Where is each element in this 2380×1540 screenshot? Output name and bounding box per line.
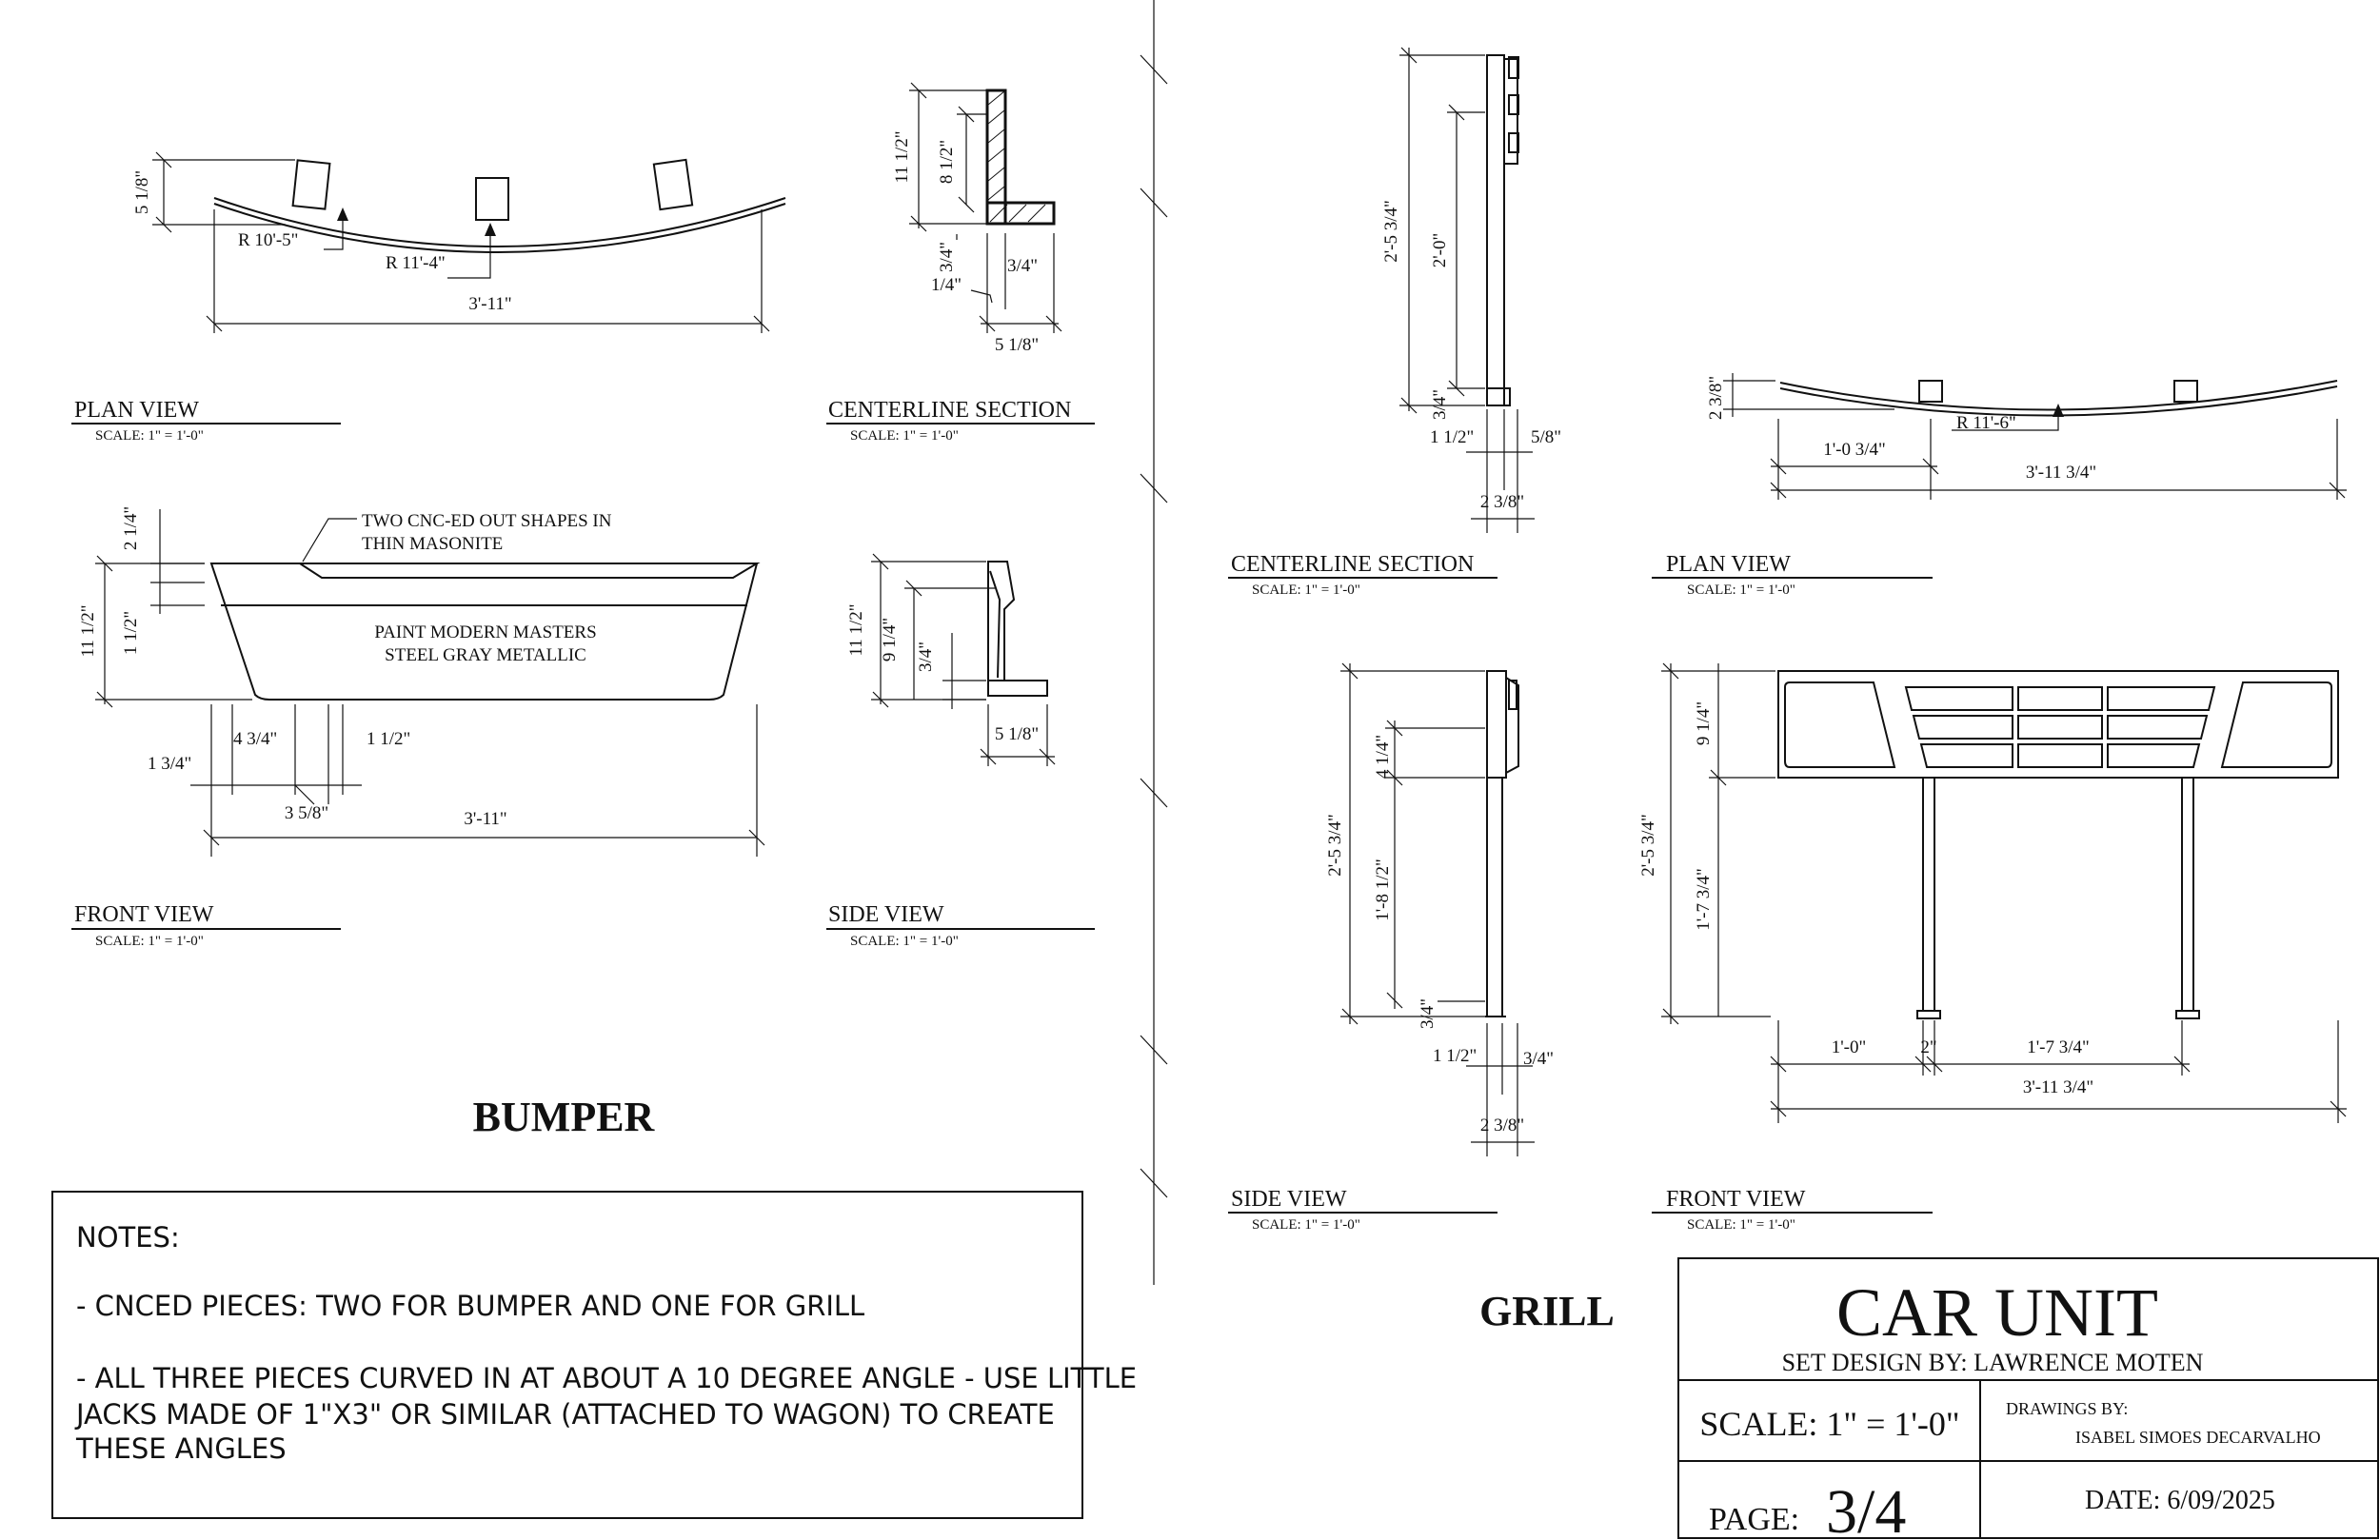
side-total-label: 11 1/2" xyxy=(846,603,866,656)
grill-centerline-section: 2'-5 3/4" 2'-0" 3/4" 1 1/2" 5/8" 2 3/8" … xyxy=(1228,47,1561,598)
grill-slats xyxy=(1904,686,2216,768)
bumper-side-view-title: SIDE VIEW xyxy=(828,902,944,927)
grill-section-total-label: 2'-5 3/4" xyxy=(1381,200,1401,263)
grill-front-top-label: 9 1/4" xyxy=(1694,701,1714,745)
grill-title: GRILL xyxy=(1479,1288,1615,1334)
title-block: CAR UNIT SET DESIGN BY: LAWRENCE MOTEN S… xyxy=(1677,1257,2379,1540)
bumper-plan-width-label: 3'-11" xyxy=(468,294,511,314)
bumper-callout-1: TWO CNC-ED OUT SHAPES IN xyxy=(362,511,612,531)
sheet-divider xyxy=(1140,0,1168,1285)
bumper-paint-line-2: STEEL GRAY METALLIC xyxy=(385,645,586,665)
date-label: DATE: 6/09/2025 xyxy=(2085,1486,2275,1515)
grill-side-view-scale: SCALE: 1" = 1'-0" xyxy=(1252,1217,1360,1233)
drawings-by-label: DRAWINGS BY: xyxy=(2006,1399,2128,1418)
grill-section-title: CENTERLINE SECTION xyxy=(1231,552,1474,577)
bumper-front-notch-base-label: 3 5/8" xyxy=(285,803,328,823)
bumper-front-left-label: 1 3/4" xyxy=(148,754,191,774)
notes-heading: NOTES: xyxy=(76,1221,180,1254)
grill-front-view-scale: SCALE: 1" = 1'-0" xyxy=(1687,1217,1795,1233)
bumper-front-view-title: FRONT VIEW xyxy=(74,902,214,927)
bumper-centerline-section: 11 1/2" 8 1/2" 3/4" 1/4" 3/4" 5 1/8" CEN… xyxy=(826,82,1095,444)
bumper-side-view: 11 1/2" 9 1/4" 3/4" 5 1/8" SIDE VIEW SCA… xyxy=(826,553,1095,949)
grill-plan-view-scale: SCALE: 1" = 1'-0" xyxy=(1687,582,1795,598)
section-total-label: 11 1/2" xyxy=(892,130,912,183)
title-block-scale: SCALE: 1" = 1'-0" xyxy=(1699,1405,1959,1443)
grill-side-total-label: 2'-5 3/4" xyxy=(1325,814,1345,877)
grill-side-dim-3: 2 3/8" xyxy=(1480,1116,1524,1135)
grill-section-dim-1: 1 1/2" xyxy=(1430,427,1474,447)
bumper-plan-view-title: PLAN VIEW xyxy=(74,398,199,423)
bumper-plan-radius-1: R 10'-5" xyxy=(238,230,298,250)
bumper-front-top-label: 2 1/4" xyxy=(121,506,141,550)
grill-section-dim-3: 2 3/8" xyxy=(1480,492,1524,512)
grill-plan-left-label: 1'-0 3/4" xyxy=(1823,440,1886,460)
bumper-side-view-scale: SCALE: 1" = 1'-0" xyxy=(850,934,959,949)
page-value: 3/4 xyxy=(1826,1477,1906,1540)
grill-plan-radius-label: R 11'-6" xyxy=(1956,413,2016,433)
grill-side-dim-1: 1 1/2" xyxy=(1433,1046,1477,1066)
side-upper-label: 9 1/4" xyxy=(880,618,900,661)
grill-section-lip-label: 3/4" xyxy=(1430,389,1450,420)
section-upper-label: 8 1/2" xyxy=(937,140,957,184)
bumper-plan-view-scale: SCALE: 1" = 1'-0" xyxy=(95,428,204,444)
bumper-plan-jacks xyxy=(291,158,694,221)
grill-plan-view-title: PLAN VIEW xyxy=(1666,552,1791,577)
grill-side-view-title: SIDE VIEW xyxy=(1231,1187,1347,1212)
grill-front-dim-1: 1'-0" xyxy=(1832,1037,1867,1057)
grill-front-view: 2'-5 3/4" 9 1/4" 1'-7 3/4" 1'-0" 2" 1'-7… xyxy=(1638,662,2347,1233)
section-base-label: 5 1/8" xyxy=(995,335,1039,355)
grill-side-view: 2'-5 3/4" 4 1/4" 1'-8 1/2" 3/4" 1 1/2" 3… xyxy=(1228,662,1554,1233)
grill-plan-width-label: 3'-11 3/4" xyxy=(2026,463,2096,483)
section-thk-2-label: 3/4" xyxy=(1007,256,1038,276)
grill-plan-view: 2 3/8" R 11'-6" 1'-0 3/4" 3'-11 3/4" PLA… xyxy=(1652,373,2347,598)
grill-side-mid-label: 1'-8 1/2" xyxy=(1373,859,1393,921)
side-lip-label: 3/4" xyxy=(916,642,936,672)
grill-front-width-label: 3'-11 3/4" xyxy=(2023,1077,2093,1097)
page-label: PAGE: xyxy=(1709,1502,1799,1537)
section-lip-label: 3/4" xyxy=(937,242,957,272)
grill-side-top-label: 4 1/4" xyxy=(1373,735,1393,779)
title-block-title: CAR UNIT xyxy=(1836,1274,2158,1351)
section-hatch xyxy=(987,90,1046,223)
grill-front-total-label: 2'-5 3/4" xyxy=(1638,814,1658,877)
bumper-plan-height-label: 5 1/8" xyxy=(132,170,152,214)
grill-side-dim-2: 3/4" xyxy=(1523,1049,1554,1069)
grill-section-upper-label: 2'-0" xyxy=(1430,233,1450,268)
grill-section-dim-2: 5/8" xyxy=(1531,427,1561,447)
bumper-front-view: PAINT MODERN MASTERS STEEL GRAY METALLIC… xyxy=(71,506,765,949)
bumper-section-scale: SCALE: 1" = 1'-0" xyxy=(850,428,959,444)
bumper-front-total-label: 11 1/2" xyxy=(78,604,98,657)
bumper-front-width-label: 3'-11" xyxy=(464,809,506,829)
bumper-plan-view: 5 1/8" R 10'-5" R 11'-4" 3'-11" PLAN VIE… xyxy=(71,151,786,444)
grill-front-view-title: FRONT VIEW xyxy=(1666,1187,1806,1212)
bumper-plan-radius-2: R 11'-4" xyxy=(386,253,446,273)
grill-section-scale: SCALE: 1" = 1'-0" xyxy=(1252,582,1360,598)
grill-front-dim-2: 2" xyxy=(1920,1037,1936,1057)
notes-line-2: - ALL THREE PIECES CURVED IN AT ABOUT A … xyxy=(76,1362,1137,1394)
grill-plan-height-label: 2 3/8" xyxy=(1706,376,1726,420)
bumper-front-notch-label: 4 3/4" xyxy=(233,729,277,749)
notes-line-4: THESE ANGLES xyxy=(75,1432,287,1465)
bumper-paint-line-1: PAINT MODERN MASTERS xyxy=(374,622,596,642)
bumper-title: BUMPER xyxy=(473,1094,656,1140)
bumper-callout-2: THIN MASONITE xyxy=(362,534,503,554)
bumper-front-view-scale: SCALE: 1" = 1'-0" xyxy=(95,934,204,949)
section-thk-1-label: 1/4" xyxy=(931,275,962,295)
grill-front-dim-3: 1'-7 3/4" xyxy=(2027,1037,2090,1057)
bumper-section-title: CENTERLINE SECTION xyxy=(828,398,1071,423)
title-block-designer: SET DESIGN BY: LAWRENCE MOTEN xyxy=(1782,1349,2204,1376)
grill-front-legs-label: 1'-7 3/4" xyxy=(1694,868,1714,931)
notes-box: NOTES: - CNCED PIECES: TWO FOR BUMPER AN… xyxy=(51,1191,1137,1519)
grill-side-lip-label: 3/4" xyxy=(1418,998,1438,1029)
bumper-front-band-label: 1 1/2" xyxy=(121,611,141,655)
notes-line-1: - CNCED PIECES: TWO FOR BUMPER AND ONE F… xyxy=(76,1290,864,1322)
notes-line-3: JACKS MADE OF 1"X3" OR SIMILAR (ATTACHED… xyxy=(74,1398,1055,1431)
bumper-front-right-label: 1 1/2" xyxy=(367,729,410,749)
drawings-by-name: ISABEL SIMOES DECARVALHO xyxy=(2075,1428,2321,1447)
side-base-label: 5 1/8" xyxy=(995,724,1039,744)
